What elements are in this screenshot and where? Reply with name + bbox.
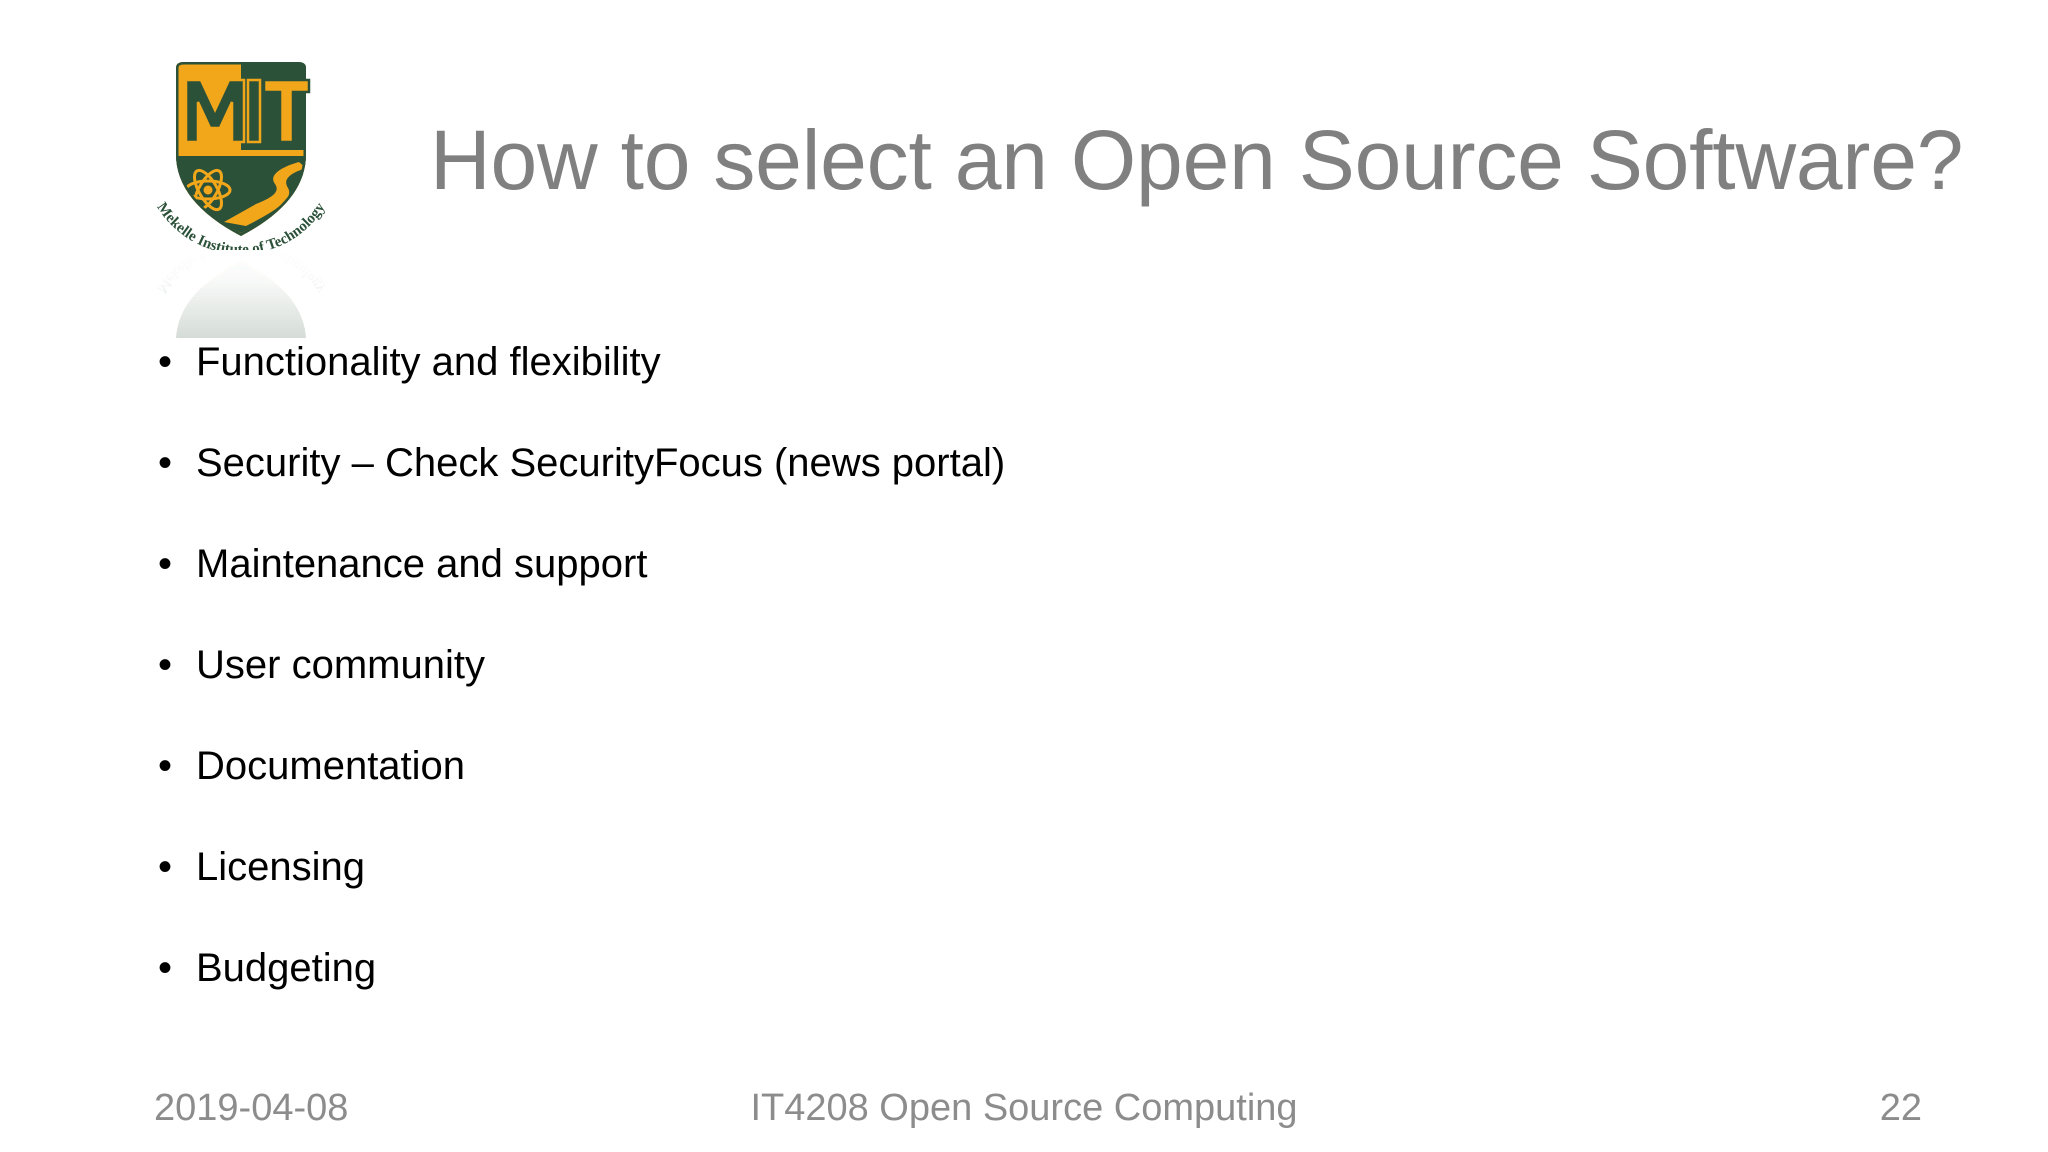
page-title: How to select an Open Source Software? [430, 113, 1964, 207]
bullet-dot-icon: • [158, 643, 173, 687]
bullet-dot-icon: • [158, 441, 173, 485]
bullet-dot-icon: • [158, 744, 173, 788]
logo-block: Mekelle Institute of Technology Mekelle … [128, 50, 353, 338]
logo-reflection-svg: Mekelle Institute of Technology [154, 246, 329, 338]
footer-course-title: IT4208 Open Source Computing [750, 1087, 1298, 1129]
bullet-list: • Functionality and flexibility • Securi… [150, 335, 1930, 1042]
list-item-label: Security – Check SecurityFocus (news por… [196, 441, 1006, 485]
list-item: • User community [150, 638, 1930, 739]
list-item-label: Licensing [196, 845, 366, 889]
institute-logo: Mekelle Institute of Technology [128, 50, 353, 258]
list-item-label: Budgeting [196, 946, 377, 990]
logo-reflection: Mekelle Institute of Technology [128, 246, 353, 338]
slide-footer: 2019-04-08 IT4208 Open Source Computing … [0, 1082, 2048, 1138]
list-item: • Documentation [150, 739, 1930, 840]
list-item: • Maintenance and support [150, 537, 1930, 638]
bullet-dot-icon: • [158, 340, 173, 384]
list-item-label: Functionality and flexibility [196, 340, 661, 384]
bullet-dot-icon: • [158, 845, 173, 889]
list-item: • Budgeting [150, 941, 1930, 1042]
list-item: • Security – Check SecurityFocus (news p… [150, 436, 1930, 537]
logo-svg: Mekelle Institute of Technology [154, 62, 329, 258]
list-item-label: User community [196, 643, 485, 687]
list-item-label: Maintenance and support [196, 542, 648, 586]
slide-number: 22 [1879, 1087, 1922, 1129]
list-item: • Licensing [150, 840, 1930, 941]
list-item-label: Documentation [196, 744, 466, 788]
bullet-dot-icon: • [158, 946, 173, 990]
footer-date: 2019-04-08 [154, 1087, 349, 1129]
logo-monogram [184, 78, 311, 144]
bullet-dot-icon: • [158, 542, 173, 586]
list-item: • Functionality and flexibility [150, 335, 1930, 436]
